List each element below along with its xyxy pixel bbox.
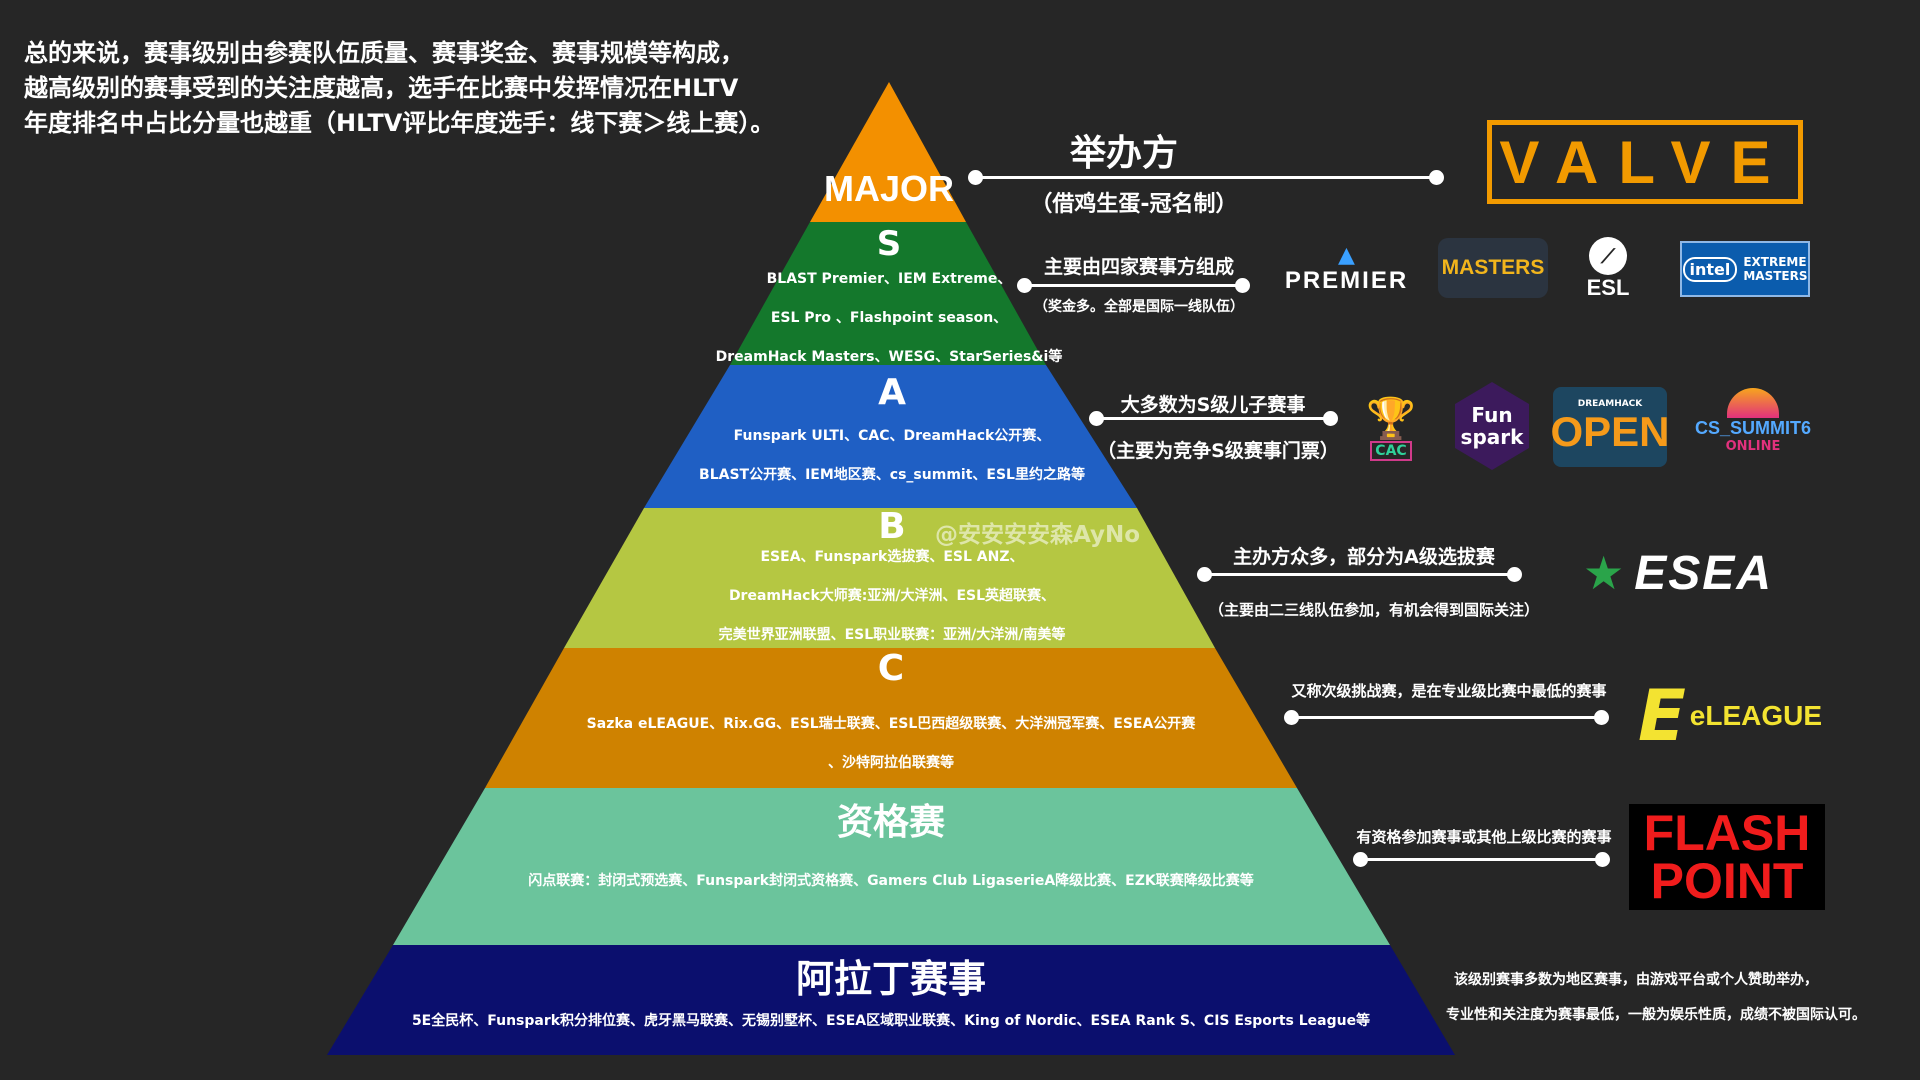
intel-line: EXTREME [1743,255,1807,269]
annotation-qualifier-title: 有资格参加赛事或其他上级比赛的赛事 [1356,828,1612,846]
funspark-logo-text: spark [1460,425,1524,449]
annotation-s-title: 主要由四家赛事方组成 [1043,256,1234,278]
intro-line: 越高级别的赛事受到的关注度越高，选手在比赛中发挥情况在HLTV [24,74,739,102]
esl-logo-text: ESL [1586,275,1630,300]
annotation-s-note: （奖金多。全部是国际一线队伍） [1034,299,1244,315]
connector-c [1284,710,1609,725]
premier-logo-text: PREMIER [1284,267,1409,294]
annotation-a-title: 大多数为S级儿子赛事 [1120,394,1306,416]
tier-text-line: 、沙特阿拉伯联赛等 [828,755,954,771]
tier-band-a [644,365,1137,508]
tier-band-aladdin [327,945,1455,1055]
tier-band-qualifier [393,788,1390,945]
trophy-icon: 🏆 [1366,396,1416,442]
point-logo-text: POINT [1650,853,1804,909]
watermark: @安安安安森AyNo [935,522,1141,548]
tier-text-line: BLAST公开赛、IEM地区赛、cs_summit、ESL里约之路等 [699,467,1085,483]
connector-b [1197,567,1522,582]
tier-text-line: BLAST Premier、IEM Extreme、 [766,271,1012,287]
blast-premier-logo: ▲ PREMIER [1279,240,1414,300]
intro-text: 总的来说，赛事级别由参赛队伍质量、赛事奖金、赛事规模等构成， 越高级别的赛事受到… [24,36,844,141]
intro-line: 年度排名中占比分量也越重（HLTV评比年度选手：线下赛＞线上赛）。 [24,109,775,137]
tier-text-line: 闪点联赛：封闭式预选赛、Funspark封闭式资格赛、Gamers Club L… [528,873,1254,889]
flash-logo-text: FLASH [1643,805,1811,861]
funspark-logo-text: Fun [1471,403,1513,427]
blast-icon: ▲ [1338,243,1355,268]
tier-text-line: DreamHack大师赛:亚洲/大洋洲、ESL英超联赛、 [728,588,1056,604]
tier-text-line: ESEA、Funspark选拔赛、ESL ANZ、 [760,549,1024,565]
tier-text-line: Sazka eLEAGUE、Rix.GG、ESL瑞士联赛、ESL巴西超级联赛、大… [586,716,1196,732]
tier-text-line: Funspark ULTI、CAC、DreamHack公开赛、 [733,428,1051,444]
esl-logo: ⟋ ESL [1576,236,1640,302]
annotation-aladdin-line: 该级别赛事多数为地区赛事，由游戏平台或个人赞助举办， [1454,972,1818,988]
annotation-a-note: （主要为竞争S级赛事门票） [1097,440,1339,462]
connector-a [1089,411,1338,426]
tier-text-line: ESL Pro 、Flashpoint season、 [770,310,1008,326]
tier-label-qualifier: 资格赛 [836,802,945,843]
summit-logo-text: CS_SUMMIT6 [1694,417,1811,438]
cac-logo: 🏆 CAC [1363,384,1419,474]
dreamhack-open-logo: DREAMHACK OPEN [1550,387,1670,467]
connector-s [1017,278,1250,293]
dreamhack-masters-logo: MASTERS [1438,238,1548,298]
cac-logo-text: CAC [1370,441,1412,461]
summit-sun-icon [1727,387,1779,418]
esea-logo: ★ ESEA [1538,543,1818,603]
masters-logo-text: MASTERS [1441,256,1545,279]
tier-band-major [810,82,966,222]
eleague-logo: E eLEAGUE [1638,666,1822,766]
valve-logo-text: VALVE [1499,128,1791,196]
intel-icon: intel [1682,256,1738,282]
tier-label-a: A [878,372,906,413]
open-logo-text: OPEN [1550,408,1670,455]
tier-label-aladdin: 阿拉丁赛事 [795,957,986,1001]
connector-qualifier [1353,852,1610,867]
annotation-major-note: （借鸡生蛋-冠名制） [1030,192,1238,217]
tier-band-b [564,508,1215,648]
eleague-e-icon: E [1637,675,1686,757]
tier-band-s [730,222,1046,365]
tier-label-c: C [877,648,905,689]
annotation-major-title: 举办方 [1069,133,1178,174]
intro-line: 总的来说，赛事级别由参赛队伍质量、赛事奖金、赛事规模等构成， [24,39,744,67]
eleague-logo-text: eLEAGUE [1689,700,1823,731]
annotation-aladdin-line: 专业性和关注度为赛事最低，一般为娱乐性质，成绩不被国际认可。 [1446,1007,1866,1023]
dreamhack-small-text: DREAMHACK [1577,399,1643,409]
esea-star-icon: ★ [1583,546,1625,600]
tier-label-b: B [878,506,906,547]
annotation-b-title: 主办方众多，部分为A级选拔赛 [1233,546,1495,568]
flashpoint-logo: FLASH POINT [1629,804,1825,910]
intel-line: MASTERS [1743,269,1808,283]
esl-icon: ⟋ [1589,237,1627,275]
valve-logo: VALVE [1487,120,1803,204]
tier-text-line: 完美世界亚洲联盟、ESL职业联赛：亚洲/大洋洲/南美等 [718,627,1066,643]
tier-text-line: 5E全民杯、Funspark积分排位赛、虎牙黑马联赛、无锡别墅杯、ESEA区域职… [411,1013,1371,1029]
esea-logo-text: ESEA [1634,546,1773,600]
cs-summit-logo: CS_SUMMIT6 ONLINE [1693,378,1813,463]
intel-extreme-masters-text: EXTREME MASTERS [1743,255,1807,283]
annotation-c-title: 又称次级挑战赛，是在专业级比赛中最低的赛事 [1291,682,1607,700]
funspark-logo: Fun spark [1455,382,1529,470]
annotation-b-note: （主要由二三线队伍参加，有机会得到国际关注） [1208,601,1539,619]
tier-label-s: S [876,224,902,264]
connector-major [968,170,1444,185]
tier-text-line: DreamHack Masters、WESG、StarSeries&i等 [715,349,1063,365]
intel-extreme-masters-logo: intel EXTREME MASTERS [1680,241,1810,297]
summit-online-text: ONLINE [1725,438,1781,454]
tier-label-major: MAJOR [823,168,954,209]
tier-band-c [485,648,1297,788]
